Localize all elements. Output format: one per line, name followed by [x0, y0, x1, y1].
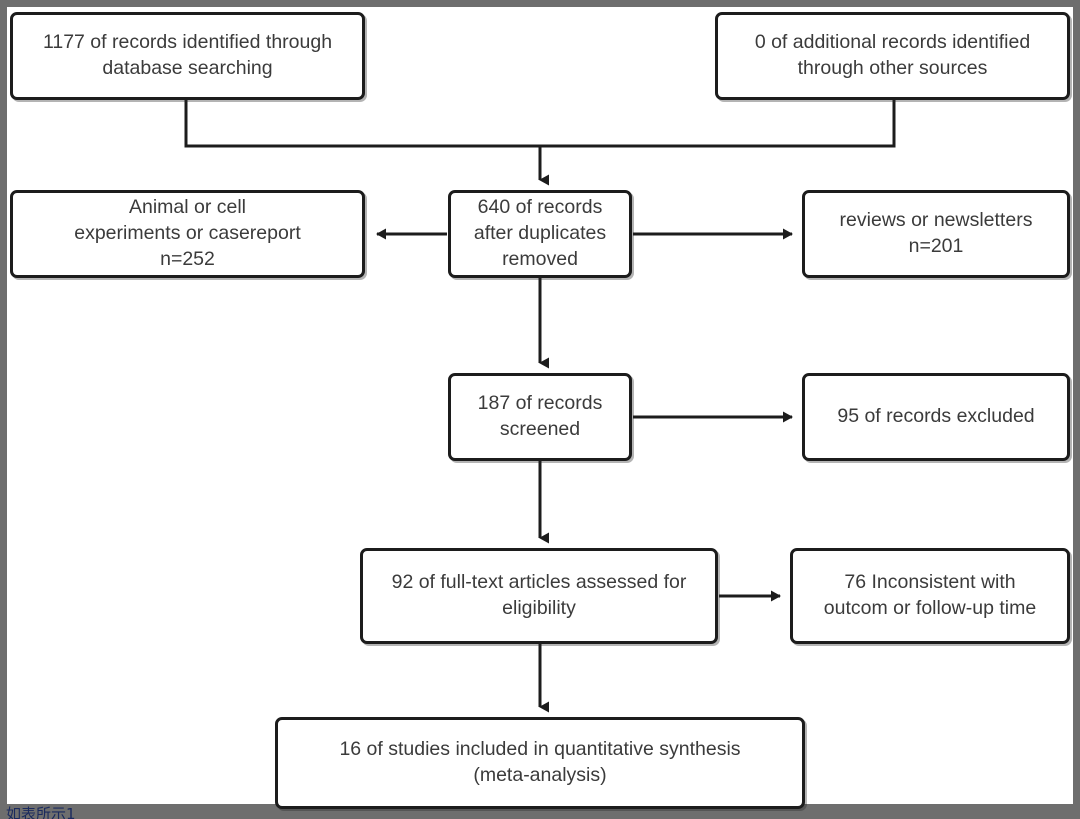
node-label: reviews or newsletters n=201	[839, 209, 1033, 257]
node-label: 0 of additional records identified throu…	[754, 31, 1031, 79]
node-studies-included[interactable]: 16 of studies included in quantitative s…	[275, 717, 805, 809]
node-label: Animal or cell experiments or casereport…	[74, 196, 301, 270]
node-excluded-inconsistent[interactable]: 76 Inconsistent with outcom or follow-up…	[790, 548, 1070, 644]
node-duplicates-removed[interactable]: 640 of records after duplicates removed	[448, 190, 632, 278]
node-fulltext-assessed[interactable]: 92 of full-text articles assessed for el…	[360, 548, 718, 644]
node-excluded-animal-cell[interactable]: Animal or cell experiments or casereport…	[10, 190, 365, 278]
node-label: 95 of records excluded	[837, 405, 1035, 428]
node-identification-database[interactable]: 1177 of records identified through datab…	[10, 12, 365, 100]
node-label: 1177 of records identified through datab…	[42, 31, 333, 79]
node-records-excluded[interactable]: 95 of records excluded	[802, 373, 1070, 461]
node-label: 16 of studies included in quantitative s…	[339, 738, 741, 786]
node-label: 76 Inconsistent with outcom or follow-up…	[823, 571, 1037, 619]
node-label: 92 of full-text articles assessed for el…	[391, 571, 687, 619]
node-label: 640 of records after duplicates removed	[473, 196, 607, 270]
figure-caption: 如表所示1	[6, 806, 76, 819]
node-identification-other[interactable]: 0 of additional records identified throu…	[715, 12, 1070, 100]
node-excluded-reviews-newsletters[interactable]: reviews or newsletters n=201	[802, 190, 1070, 278]
node-label: 187 of records screened	[477, 392, 603, 440]
node-records-screened[interactable]: 187 of records screened	[448, 373, 632, 461]
